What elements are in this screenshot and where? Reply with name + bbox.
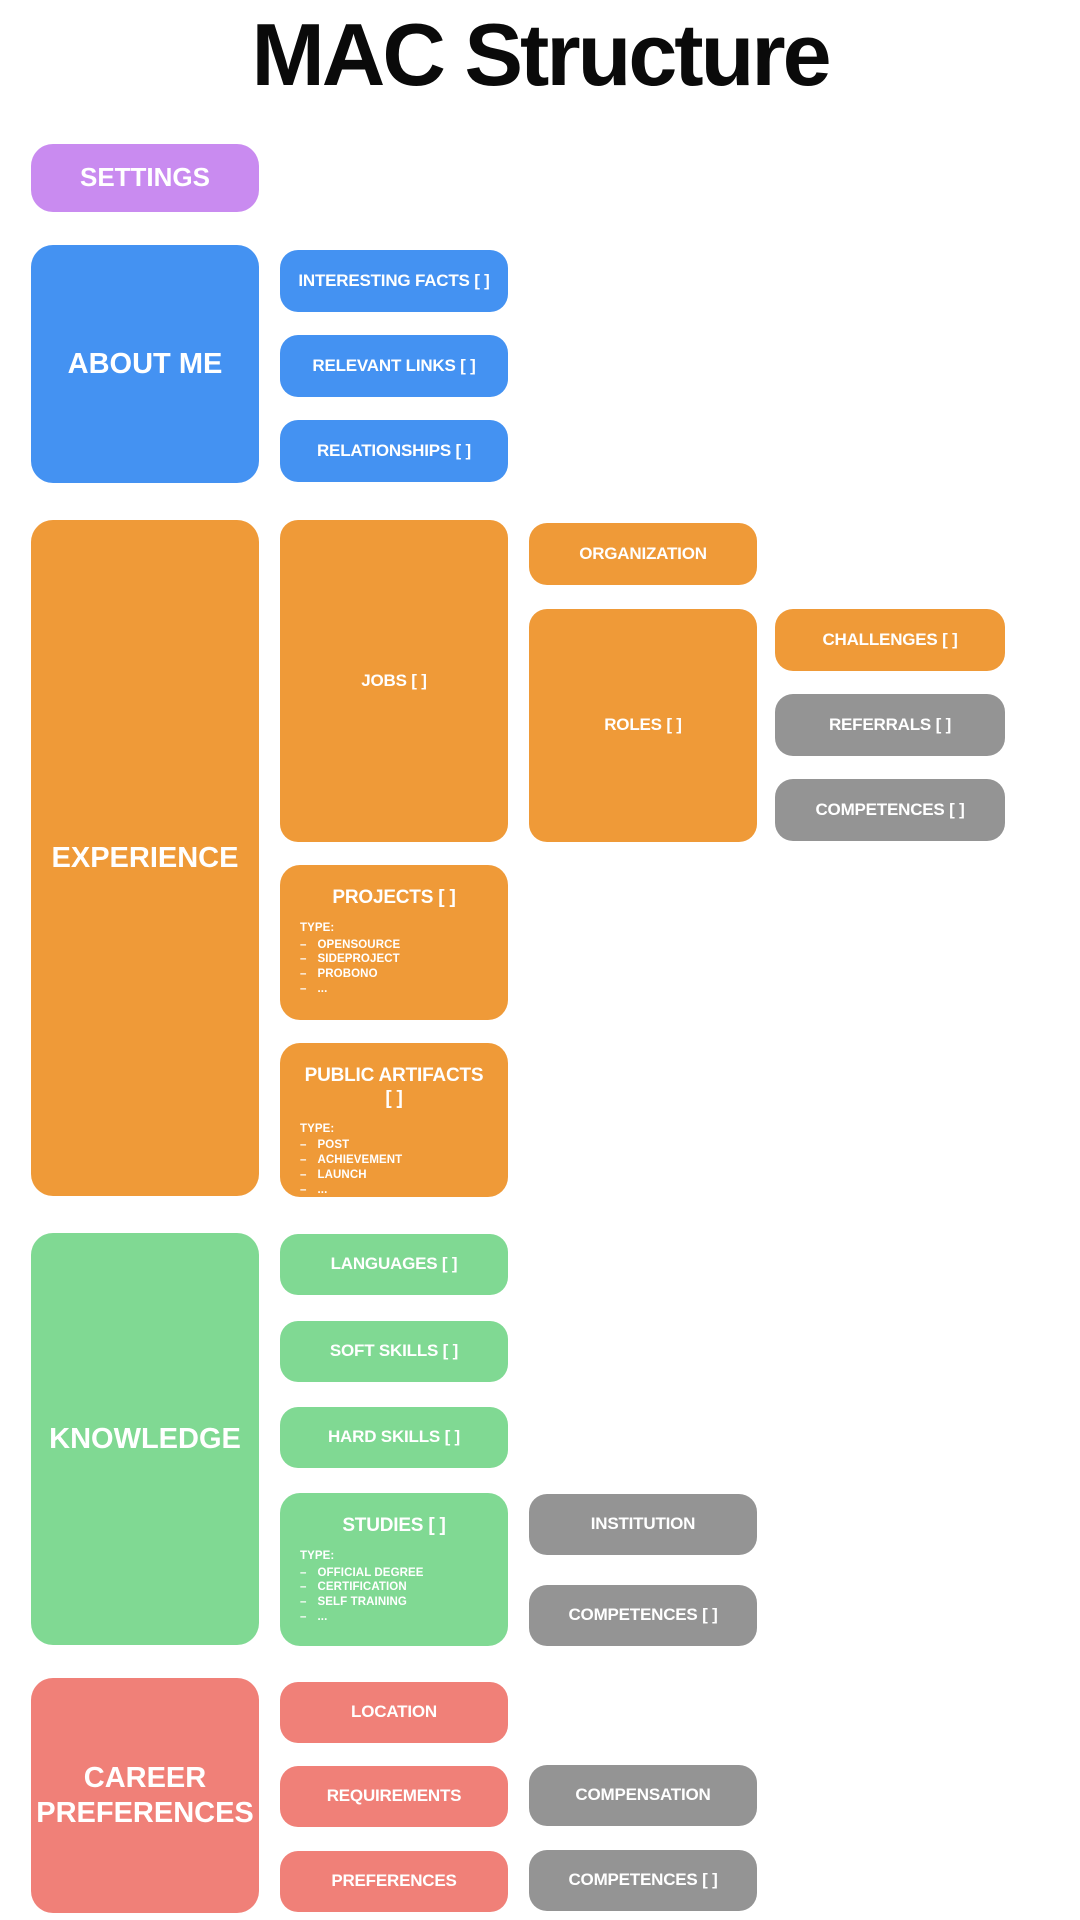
node-preferences: PREFERENCES [280, 1851, 508, 1912]
node-studies: STUDIES [ ] TYPE: OFFICIAL DEGREE CERTIF… [280, 1493, 508, 1646]
public-artifacts-type-list: TYPE: POST ACHIEVEMENT LAUNCH ... [300, 1123, 488, 1198]
projects-title: PROJECTS [ ] [332, 887, 456, 908]
type-item: ... [300, 982, 488, 997]
projects-type-list: TYPE: OPENSOURCE SIDEPROJECT PROBONO ... [300, 922, 488, 997]
node-challenges: CHALLENGES [ ] [775, 609, 1005, 671]
node-experience: EXPERIENCE [31, 520, 259, 1196]
studies-type-list: TYPE: OFFICIAL DEGREE CERTIFICATION SELF… [300, 1550, 488, 1625]
type-item: POST [300, 1138, 488, 1153]
node-career-preferences: CAREER PREFERENCES [31, 1678, 259, 1913]
type-item: OFFICIAL DEGREE [300, 1566, 488, 1581]
node-public-artifacts: PUBLIC ARTIFACTS [ ] TYPE: POST ACHIEVEM… [280, 1043, 508, 1197]
node-projects: PROJECTS [ ] TYPE: OPENSOURCE SIDEPROJEC… [280, 865, 508, 1020]
node-location: LOCATION [280, 1682, 508, 1743]
node-institution: INSTITUTION [529, 1494, 757, 1555]
diagram-title: MAC Structure [251, 5, 831, 104]
node-requirements: REQUIREMENTS [280, 1766, 508, 1827]
node-about-me: ABOUT ME [31, 245, 259, 483]
type-item: ACHIEVEMENT [300, 1153, 488, 1168]
node-career-competences: COMPETENCES [ ] [529, 1850, 757, 1911]
node-referrals: REFERRALS [ ] [775, 694, 1005, 756]
type-item: PROBONO [300, 967, 488, 982]
node-knowledge: KNOWLEDGE [31, 1233, 259, 1645]
node-settings: SETTINGS [31, 144, 259, 212]
type-item: ... [300, 1610, 488, 1625]
node-jobs: JOBS [ ] [280, 520, 508, 842]
public-artifacts-title: PUBLIC ARTIFACTS [ ] [304, 1065, 484, 1109]
node-soft-skills: SOFT SKILLS [ ] [280, 1321, 508, 1382]
studies-title: STUDIES [ ] [342, 1515, 446, 1536]
node-interesting-facts: INTERESTING FACTS [ ] [280, 250, 508, 312]
type-item: CERTIFICATION [300, 1580, 488, 1595]
node-studies-competences: COMPETENCES [ ] [529, 1585, 757, 1646]
node-roles: ROLES [ ] [529, 609, 757, 842]
type-item: OPENSOURCE [300, 938, 488, 953]
node-relevant-links: RELEVANT LINKS [ ] [280, 335, 508, 397]
type-item: SIDEPROJECT [300, 952, 488, 967]
type-item: SELF TRAINING [300, 1595, 488, 1610]
node-roles-competences: COMPETENCES [ ] [775, 779, 1005, 841]
node-organization: ORGANIZATION [529, 523, 757, 585]
node-languages: LANGUAGES [ ] [280, 1234, 508, 1295]
type-item: ... [300, 1183, 488, 1198]
node-hard-skills: HARD SKILLS [ ] [280, 1407, 508, 1468]
node-compensation: COMPENSATION [529, 1765, 757, 1826]
node-relationships: RELATIONSHIPS [ ] [280, 420, 508, 482]
type-item: LAUNCH [300, 1168, 488, 1183]
